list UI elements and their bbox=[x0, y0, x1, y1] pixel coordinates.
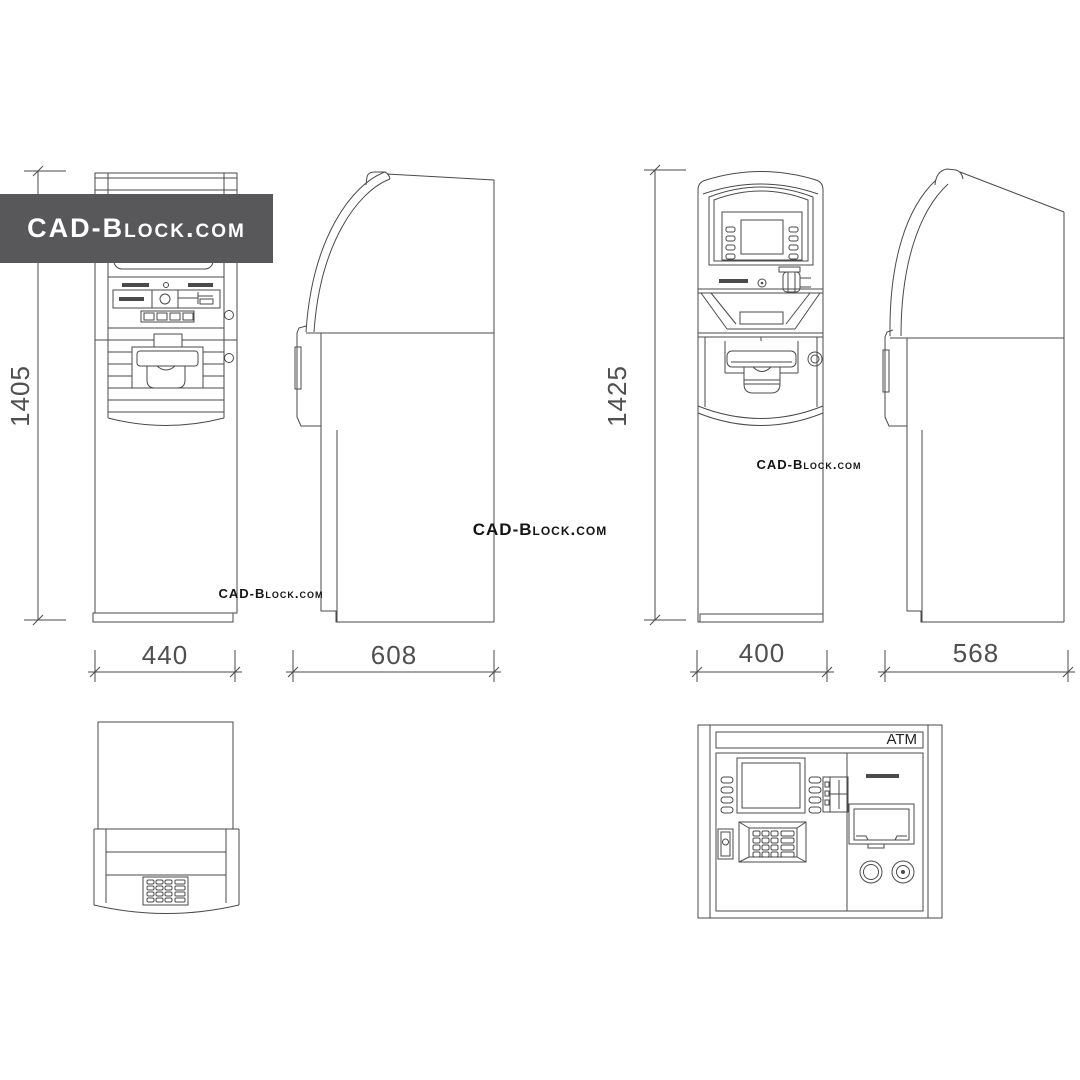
dimension-atm1-depth bbox=[286, 650, 501, 682]
keypad-tray bbox=[738, 821, 807, 863]
lock-circle bbox=[224, 310, 234, 320]
keypad bbox=[739, 311, 784, 325]
dimension-label-atm2-height: 1425 bbox=[602, 365, 632, 427]
keypad-tray-profile bbox=[884, 329, 907, 427]
keypad-tray-profile bbox=[296, 325, 321, 427]
receipt-slot bbox=[122, 283, 149, 287]
dimension-label-atm1-height: 1405 bbox=[5, 365, 35, 427]
screen bbox=[741, 762, 801, 809]
speaker-circle bbox=[159, 293, 171, 305]
atm-panel-detail-view bbox=[697, 724, 943, 919]
cad-block-logo-banner: CAD-Block.com bbox=[0, 194, 273, 263]
keypad bbox=[142, 876, 189, 906]
dimension-label-atm1-depth: 608 bbox=[370, 640, 418, 670]
atm1-top-view bbox=[93, 721, 240, 914]
lock-circle bbox=[224, 353, 234, 363]
header-bar bbox=[715, 731, 924, 749]
cash-slot bbox=[726, 350, 797, 368]
cash-dispenser bbox=[848, 803, 915, 845]
watermark-right: CAD-Block.com bbox=[756, 457, 862, 472]
key-lock bbox=[891, 860, 915, 884]
watermark-left: CAD-Block.com bbox=[218, 586, 324, 601]
cad-block-logo-text: CAD-Block.com bbox=[27, 213, 246, 243]
screen-frame bbox=[736, 757, 806, 814]
key-lock-panel bbox=[717, 828, 734, 860]
screen bbox=[740, 219, 784, 255]
base-plinth bbox=[699, 613, 824, 623]
atm2-front-view bbox=[697, 171, 824, 623]
watermark-center: CAD-Block.com bbox=[472, 520, 608, 539]
atm-panel-label: ATM bbox=[886, 731, 917, 748]
dimension-atm2-height bbox=[644, 164, 686, 626]
card-slot bbox=[199, 298, 214, 305]
atm1-side-view bbox=[294, 171, 495, 623]
dimension-label-atm2-width: 400 bbox=[738, 638, 786, 668]
screen-frame bbox=[721, 211, 803, 261]
lock-dial bbox=[859, 860, 883, 884]
card-reader bbox=[782, 271, 801, 293]
atm1-front-view bbox=[92, 172, 238, 623]
receipt-slot bbox=[719, 279, 748, 283]
dimension-atm2-depth bbox=[878, 650, 1075, 682]
dimension-atm2-width bbox=[690, 650, 834, 682]
base-plinth bbox=[92, 612, 234, 623]
atm2-side-view bbox=[882, 168, 1065, 623]
deposit-slot bbox=[866, 774, 899, 778]
lock-circle bbox=[807, 351, 823, 367]
dimension-label-atm2-depth: 568 bbox=[952, 638, 1000, 668]
dimension-atm1-width bbox=[88, 650, 242, 682]
dimension-label-atm1-width: 440 bbox=[141, 640, 189, 670]
